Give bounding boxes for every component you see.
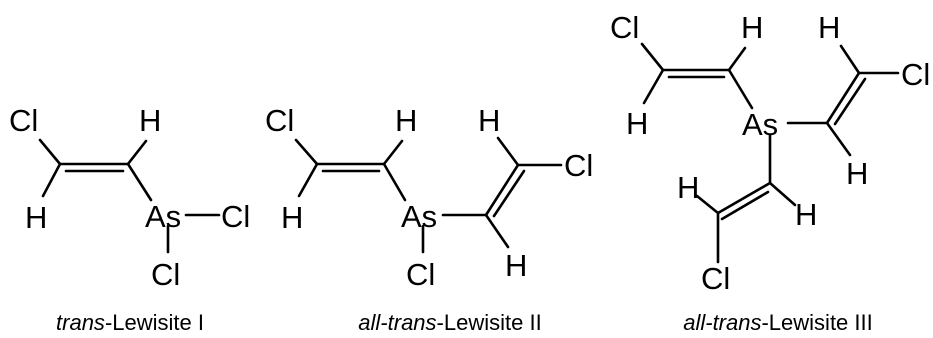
- atom-h-vinyl-1: H: [139, 103, 161, 138]
- atom-cl-vinyl: Cl: [9, 103, 38, 138]
- atom-cl-right: Cl: [221, 199, 250, 234]
- bond-cl-c1: [38, 138, 62, 166]
- bond-c2-as: [126, 162, 153, 202]
- caption-lewisite-1: trans-Lewisite I: [56, 310, 204, 335]
- bond-cl-c1: [294, 138, 319, 166]
- bond-c2-h: [126, 139, 148, 166]
- bond-c3-c4-a: [825, 71, 861, 125]
- bond-c4-h: [496, 136, 520, 167]
- atom-cl-bottom: Cl: [151, 257, 180, 292]
- bond-c3-h: [484, 213, 510, 249]
- atom-h-vinyl-a1: H: [395, 103, 417, 138]
- atom-h-vinyl-2: H: [25, 200, 47, 235]
- atom-h-vinyl-b2: H: [846, 156, 868, 191]
- atom-cl-vinyl-c: Cl: [701, 261, 730, 296]
- bond-c1-h: [642, 68, 665, 105]
- bond-c1-h: [41, 162, 62, 198]
- bond-c5-c6-b: [720, 190, 770, 221]
- bonds-lewisite-1: [38, 138, 221, 254]
- atom-h-vinyl-a2: H: [626, 106, 648, 141]
- bond-c2-h: [727, 46, 747, 72]
- atom-h-vinyl-a2: H: [281, 200, 303, 235]
- atom-as: As: [401, 199, 437, 234]
- bond-c1-h: [297, 162, 319, 198]
- bond-c5-c6-a: [716, 181, 772, 215]
- atom-cl-vinyl-a: Cl: [610, 10, 639, 45]
- bond-c3-c4-b: [833, 77, 867, 126]
- atom-h-vinyl-c2: H: [795, 197, 817, 232]
- atom-cl-vinyl-b: Cl: [901, 57, 930, 92]
- atom-cl-vinyl-a: Cl: [265, 103, 294, 138]
- atom-h-vinyl-c1: H: [677, 170, 699, 205]
- bond-c5-h-right: [768, 181, 797, 207]
- atom-as: As: [145, 199, 181, 234]
- caption-lewisite-1-suffix: -Lewisite I: [105, 310, 204, 335]
- bond-c2-as: [727, 68, 754, 110]
- caption-lewisite-2: all-trans-Lewisite II: [358, 310, 541, 335]
- caption-lewisite-3-suffix: -Lewisite III: [761, 310, 872, 335]
- bond-c2-h: [382, 139, 404, 166]
- molecule-lewisite-2: Cl H H H Cl H As Cl: [265, 103, 593, 292]
- bond-c4-h: [839, 44, 861, 75]
- bond-c3-c4-b: [492, 169, 526, 218]
- atom-h-vinyl-b1: H: [818, 10, 840, 45]
- molecule-lewisite-1: Cl H H As Cl Cl: [9, 103, 250, 292]
- bond-c3-c4-a: [484, 163, 520, 217]
- atom-h-vinyl-b1: H: [478, 103, 500, 138]
- atom-h-vinyl-b2: H: [505, 248, 527, 283]
- bonds-lewisite-3: [640, 42, 900, 264]
- molecule-lewisite-3: Cl H H H Cl H As H H Cl: [610, 10, 930, 296]
- caption-lewisite-3-prefix: all-trans: [683, 310, 761, 335]
- bond-cl-c1: [640, 42, 665, 72]
- caption-lewisite-1-prefix: trans: [56, 310, 105, 335]
- bond-c2-as: [382, 162, 407, 202]
- atom-cl-vinyl-b: Cl: [564, 148, 593, 183]
- bonds-lewisite-2: [294, 136, 563, 254]
- bond-c3-h: [825, 121, 852, 157]
- caption-lewisite-2-prefix: all-trans: [358, 310, 436, 335]
- atom-as: As: [742, 107, 778, 142]
- atom-cl-bottom: Cl: [406, 257, 435, 292]
- atom-h-vinyl-a1: H: [741, 10, 763, 45]
- bond-c6-h-left: [695, 194, 720, 215]
- caption-lewisite-2-suffix: -Lewisite II: [437, 310, 542, 335]
- caption-lewisite-3: all-trans-Lewisite III: [683, 310, 873, 335]
